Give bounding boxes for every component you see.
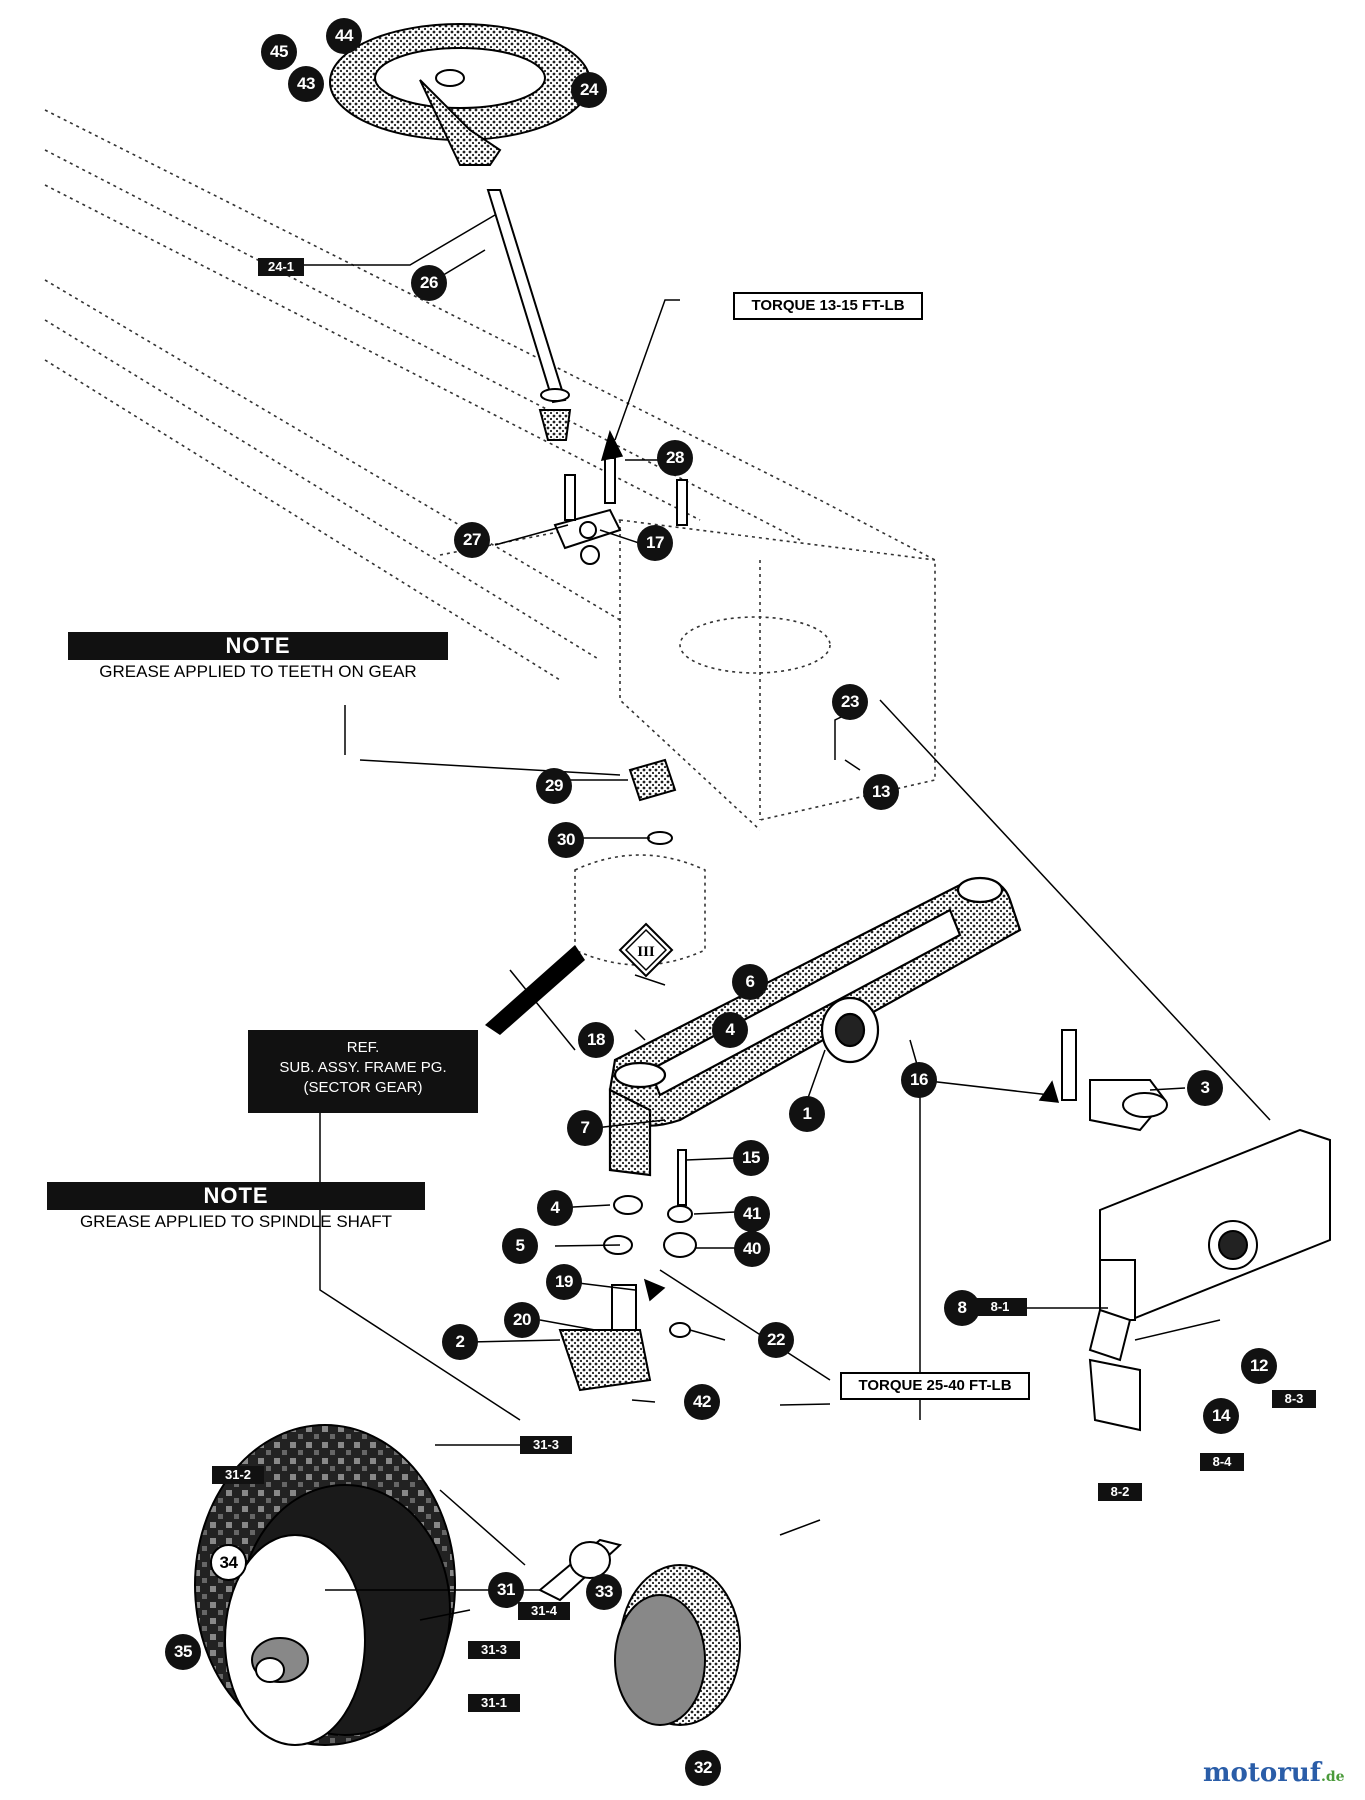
callout-24: 24 [571, 72, 607, 108]
reference-line-1: REF. [346, 1039, 380, 1056]
callout-15: 15 [733, 1140, 769, 1176]
note-gear-header: NOTE [68, 632, 448, 660]
callout-26: 26 [411, 265, 447, 301]
callout-13: 13 [863, 774, 899, 810]
callout-4: 4 [712, 1012, 748, 1048]
reference-line-3: (SECTOR GEAR) [303, 1079, 423, 1096]
tag-24-1: 24-1 [258, 258, 304, 276]
steering-bracket [553, 457, 688, 565]
callout-43: 43 [288, 66, 324, 102]
steering-shaft [486, 189, 572, 441]
front-axle [608, 876, 1022, 1177]
torque-arrows [600, 429, 1060, 1302]
tag-31-3-upper: 31-3 [520, 1436, 572, 1454]
callout-29: 29 [536, 768, 572, 804]
callout-32: 32 [685, 1750, 721, 1786]
callout-5: 5 [502, 1228, 538, 1264]
steering-wheel [329, 23, 591, 166]
tag-8-4: 8-4 [1200, 1453, 1244, 1471]
note-gear-text: GREASE APPLIED TO TEETH ON GEAR [99, 662, 417, 681]
callout-40: 40 [734, 1231, 770, 1267]
callout-23: 23 [832, 684, 868, 720]
note-spindle-text: GREASE APPLIED TO SPINDLE SHAFT [79, 1212, 393, 1231]
callout-28: 28 [657, 440, 693, 476]
callout-44: 44 [326, 18, 362, 54]
callout-35: 35 [165, 1634, 201, 1670]
tag-31-1: 31-1 [468, 1694, 520, 1712]
hub-cap [614, 1564, 741, 1726]
callout-34: 34 [210, 1544, 247, 1581]
callout-41: 41 [734, 1196, 770, 1232]
callout-45: 45 [261, 34, 297, 70]
tag-8-3: 8-3 [1272, 1390, 1316, 1408]
mounting-bracket [1088, 1128, 1331, 1432]
callout-19: 19 [546, 1264, 582, 1300]
section-marker-label: III [637, 944, 655, 960]
reference-line-2: SUB. ASSY. FRAME PG. [279, 1059, 447, 1076]
callout-18: 18 [578, 1022, 614, 1058]
reference-box: REF. SUB. ASSY. FRAME PG. (SECTOR GEAR) [248, 1030, 478, 1113]
tag-31-4: 31-4 [518, 1602, 570, 1620]
callout-17: 17 [637, 525, 673, 561]
section-marker: III [618, 922, 674, 978]
callout-2: 2 [442, 1324, 478, 1360]
callout-3: 3 [1187, 1070, 1223, 1106]
tag-8-2: 8-2 [1098, 1483, 1142, 1501]
tag-31-3-lower: 31-3 [468, 1641, 520, 1659]
reference-arrow [485, 945, 585, 1035]
callout-20: 20 [504, 1302, 540, 1338]
watermark-main: motoruf [1203, 1758, 1321, 1788]
callout-1: 1 [789, 1096, 825, 1132]
callout-27: 27 [454, 522, 490, 558]
torque-label-lower: TORQUE 25-40 FT-LB [840, 1372, 1030, 1400]
tag-31-2: 31-2 [212, 1466, 264, 1484]
note-spindle-header: NOTE [47, 1182, 425, 1210]
callout-12: 12 [1241, 1348, 1277, 1384]
left-spindle [538, 1284, 652, 1602]
pinion-gear [628, 758, 677, 845]
leader-lines [285, 214, 1271, 1621]
callout-4b: 4 [537, 1190, 573, 1226]
right-spindle [1061, 1029, 1168, 1132]
tag-8-1: 8-1 [973, 1298, 1027, 1316]
callout-6: 6 [732, 964, 768, 1000]
callout-42: 42 [684, 1384, 720, 1420]
callout-16: 16 [901, 1062, 937, 1098]
callout-22: 22 [758, 1322, 794, 1358]
watermark-suffix: .de [1321, 1769, 1345, 1785]
watermark: motoruf.de [1203, 1758, 1345, 1788]
torque-label-upper: TORQUE 13-15 FT-LB [733, 292, 923, 320]
callout-33: 33 [586, 1574, 622, 1610]
front-tire [194, 1424, 456, 1746]
callout-7: 7 [567, 1110, 603, 1146]
callout-30: 30 [548, 822, 584, 858]
callout-14: 14 [1203, 1398, 1239, 1434]
